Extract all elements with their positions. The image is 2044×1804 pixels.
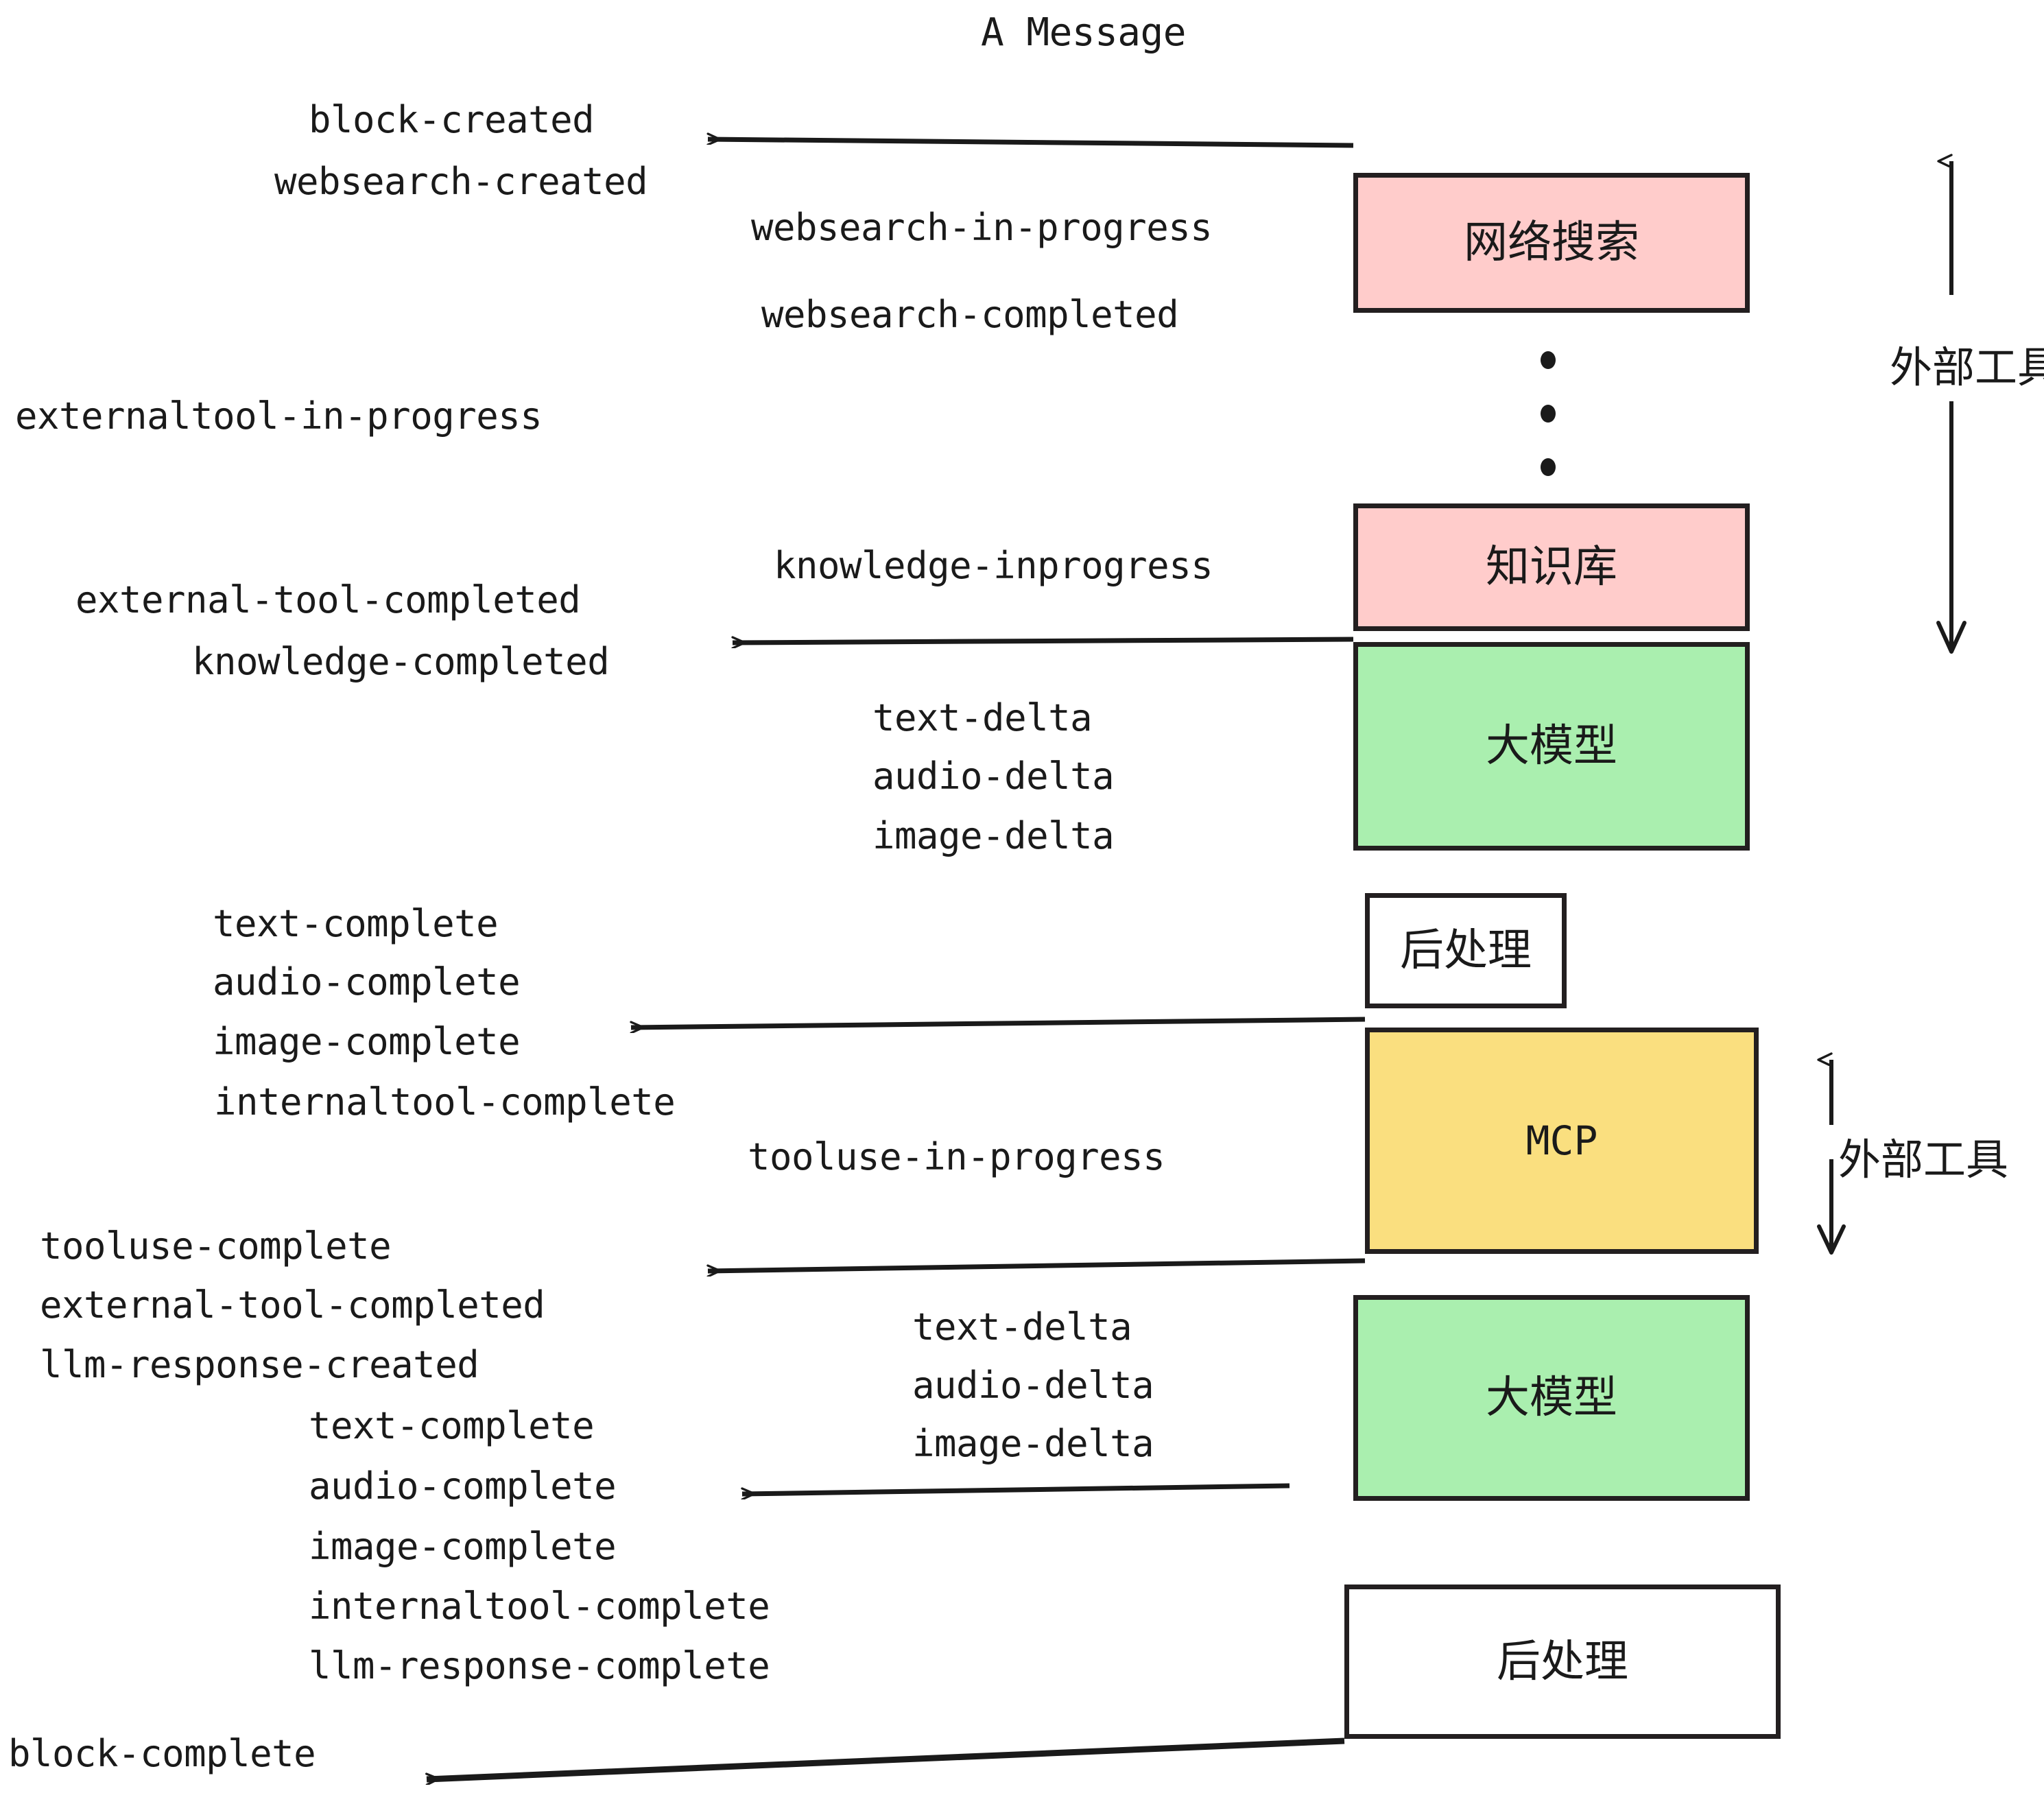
process-box-label: 大模型 [1486,1373,1617,1423]
process-box-label: 后处理 [1400,925,1532,976]
process-box-label: 后处理 [1497,1636,1628,1687]
arrow-image-complete [631,1017,1366,1028]
event-label-audio-complete-2: audio-complete [309,1464,617,1508]
arrow-knowledge-completed [733,639,1354,643]
side-label-external-tool-top: 外部工具 [1890,342,2044,392]
event-label-image-delta-1: image-delta [872,814,1115,857]
process-box-label: 知识库 [1486,542,1617,593]
process-box-llm-bottom[interactable]: 大模型 [1353,1295,1750,1501]
process-box-websearch[interactable]: 网络搜索 [1353,173,1750,313]
process-box-label: 大模型 [1486,721,1617,772]
arrowhead-external-tool-top-down [1936,621,1966,654]
event-label-internaltool-complete-1: internaltool-complete [214,1080,676,1124]
event-label-audio-delta-1: audio-delta [872,755,1115,798]
event-label-websearch-completed: websearch-completed [761,293,1179,336]
arrowhead-external-tool-bottom-down [1817,1224,1846,1255]
ellipsis-dot [1541,351,1556,369]
arrow-websearch-created [708,139,1354,148]
event-label-knowledge-inprogress: knowledge-inprogress [774,544,1213,587]
event-label-audio-delta-2: audio-delta [912,1364,1154,1407]
event-label-websearch-created: websearch-created [274,160,648,203]
event-label-audio-complete-1: audio-complete [213,960,521,1004]
side-label-external-tool-bottom: 外部工具 [1838,1135,2009,1185]
process-box-post-bottom[interactable]: 后处理 [1344,1585,1781,1739]
process-box-label: MCP [1525,1117,1598,1164]
event-label-block-created: block-created [309,98,595,141]
process-box-llm-top[interactable]: 大模型 [1353,642,1750,851]
event-label-external-tool-completed-2: external-tool-completed [40,1283,545,1327]
event-label-llm-response-created: llm-response-created [40,1343,479,1386]
event-label-image-delta-2: image-delta [912,1422,1154,1465]
event-label-internaltool-complete-2: internaltool-complete [309,1585,770,1628]
event-label-image-complete-1: image-complete [213,1020,521,1063]
event-label-externaltool-in-progress: externaltool-in-progress [15,394,543,438]
event-label-external-tool-completed: external-tool-completed [75,578,581,621]
event-label-tooluse-in-progress: tooluse-in-progress [748,1135,1165,1178]
event-label-text-delta-2: text-delta [912,1305,1132,1349]
event-label-block-complete: block-complete [8,1732,316,1775]
event-label-knowledge-completed: knowledge-completed [192,640,610,683]
event-label-image-complete-2: image-complete [309,1525,617,1568]
process-box-label: 网络搜索 [1464,217,1639,268]
page-title: A Message [981,10,1186,55]
arrow-audio-complete [742,1483,1290,1494]
ellipsis-dot [1541,405,1556,423]
ellipsis-dot [1541,458,1556,476]
event-label-text-complete-2: text-complete [309,1404,595,1447]
process-box-post-top[interactable]: 后处理 [1365,893,1567,1008]
event-label-websearch-in-progress: websearch-in-progress [751,206,1213,249]
arrow-tooluse-complete [708,1258,1366,1271]
process-box-mcp[interactable]: MCP [1365,1028,1759,1254]
event-label-text-delta-1: text-delta [872,696,1093,739]
process-box-knowledge[interactable]: 知识库 [1353,503,1750,631]
event-label-text-complete-1: text-complete [213,902,499,945]
event-label-tooluse-complete: tooluse-complete [40,1224,392,1268]
arrow-block-complete [427,1737,1345,1779]
event-label-llm-response-complete: llm-response-complete [309,1644,770,1687]
